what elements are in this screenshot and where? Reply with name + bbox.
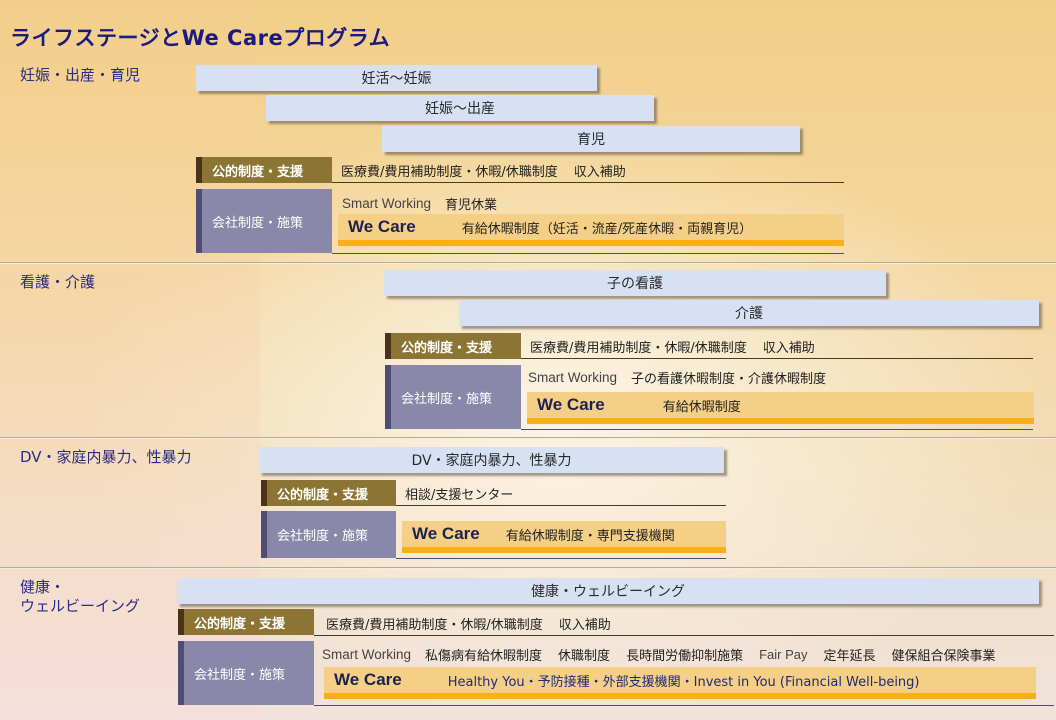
wecare-logo: We Care [537, 395, 605, 414]
section-label-nursing-care: 看護・介護 [20, 273, 96, 291]
wecare-description: 有給休暇制度・専門支援機関 [505, 528, 675, 544]
public-support-text: 医療費/費用補助制度・休暇/休職制度 収入補助 [341, 159, 642, 181]
public-item: 収入補助 [573, 164, 626, 180]
smart-working-label: Smart Working [342, 195, 432, 211]
public-support-tag: 公的制度・支援 [178, 609, 314, 635]
stage-label: 妊活〜妊娠 [361, 71, 432, 87]
section-label-pregnancy: 妊娠・出産・育児 [20, 66, 141, 84]
company-underline [396, 558, 726, 559]
public-underline [314, 635, 1054, 636]
company-policy-tag: 会社制度・施策 [178, 641, 314, 705]
section-label-wellbeing: 健康・ ウェルビーイング [20, 578, 140, 616]
stage-bar-fertility: 妊活〜妊娠 [196, 65, 597, 91]
company-item: 健保組合保険事業 [891, 648, 996, 664]
wecare-description: Healthy You・予防接種・外部支援機関・Invest in You (F… [447, 674, 920, 690]
company-policy-text: Smart Working 子の看護休暇制度・介護休暇制度 [528, 366, 842, 388]
wecare-row: We Care 有給休暇制度（妊活・流産/死産休暇・両親育児） [338, 214, 844, 246]
stage-bar-wellbeing: 健康・ウェルビーイング [177, 578, 1039, 604]
stage-bar-child-nursing: 子の看護 [384, 270, 886, 296]
section-label-dv: DV・家庭内暴力、性暴力 [20, 448, 192, 466]
public-item: 医療費/費用補助制度・休暇/休職制度 [530, 340, 747, 356]
stage-label: 健康・ウェルビーイング [531, 584, 685, 600]
company-underline [521, 429, 1033, 430]
public-item: 医療費/費用補助制度・休暇/休職制度 [326, 617, 543, 633]
public-support-text: 医療費/費用補助制度・休暇/休職制度 収入補助 [530, 335, 831, 357]
wecare-description: 有給休暇制度 [662, 399, 741, 415]
public-underline [396, 505, 726, 506]
section-divider [0, 437, 1056, 439]
public-support-tag: 公的制度・支援 [261, 480, 396, 506]
stage-label: 妊娠〜出産 [425, 101, 495, 117]
section-label-line: ウェルビーイング [20, 597, 141, 615]
company-underline [332, 253, 844, 254]
wecare-row: We Care 有給休暇制度・専門支援機関 [402, 521, 726, 553]
company-underline [314, 705, 1054, 706]
wecare-row: We Care 有給休暇制度 [527, 392, 1034, 424]
company-item: 定年延長 [823, 648, 876, 664]
page-title: ライフステージとWe Careプログラム [10, 26, 391, 50]
public-support-tag: 公的制度・支援 [385, 333, 521, 359]
company-policy-tag: 会社制度・施策 [261, 511, 396, 558]
company-policy-tag: 会社制度・施策 [196, 189, 332, 253]
company-policy-tag: 会社制度・施策 [385, 365, 521, 429]
company-item: Fair Pay [759, 646, 808, 662]
public-support-text: 医療費/費用補助制度・休暇/休職制度 収入補助 [326, 612, 627, 634]
section-divider [0, 567, 1056, 569]
public-support-text: 相談/支援センター [405, 482, 529, 504]
stage-bar-childcare: 育児 [382, 126, 800, 152]
section-divider [0, 262, 1056, 264]
stage-label: 介護 [735, 306, 763, 322]
wecare-logo: We Care [412, 524, 480, 543]
company-item: 休職制度 [558, 648, 611, 664]
company-item: 私傷病有給休暇制度 [425, 648, 543, 664]
smart-working-label: Smart Working [322, 646, 412, 662]
public-item: 相談/支援センター [405, 487, 514, 503]
stage-label: 育児 [577, 132, 605, 148]
company-item: 子の看護休暇制度・介護休暇制度 [631, 371, 827, 387]
public-item: 医療費/費用補助制度・休暇/休職制度 [341, 164, 558, 180]
company-policy-text: Smart Working 育児休業 [342, 192, 513, 214]
public-item: 収入補助 [762, 340, 815, 356]
wecare-row: We Care Healthy You・予防接種・外部支援機関・Invest i… [324, 667, 1036, 699]
stage-label: 子の看護 [607, 276, 663, 292]
public-underline [521, 358, 1033, 359]
stage-label: DV・家庭内暴力、性暴力 [411, 453, 572, 469]
stage-bar-dv: DV・家庭内暴力、性暴力 [259, 447, 724, 473]
public-underline [332, 182, 844, 183]
company-policy-text: Smart Working 私傷病有給休暇制度 休職制度 長時間労働抑制施策 F… [322, 643, 1012, 665]
public-item: 収入補助 [558, 617, 611, 633]
wecare-logo: We Care [334, 670, 402, 689]
wecare-logo: We Care [348, 217, 416, 236]
section-label-line: 健康・ [20, 578, 66, 596]
smart-working-label: Smart Working [528, 369, 618, 385]
public-support-tag: 公的制度・支援 [196, 157, 332, 183]
stage-bar-pregnancy-birth: 妊娠〜出産 [266, 95, 654, 121]
company-item: 育児休業 [445, 197, 498, 213]
wecare-description: 有給休暇制度（妊活・流産/死産休暇・両親育児） [461, 221, 753, 237]
company-item: 長時間労働抑制施策 [626, 648, 744, 664]
stage-bar-elder-care: 介護 [459, 300, 1039, 326]
